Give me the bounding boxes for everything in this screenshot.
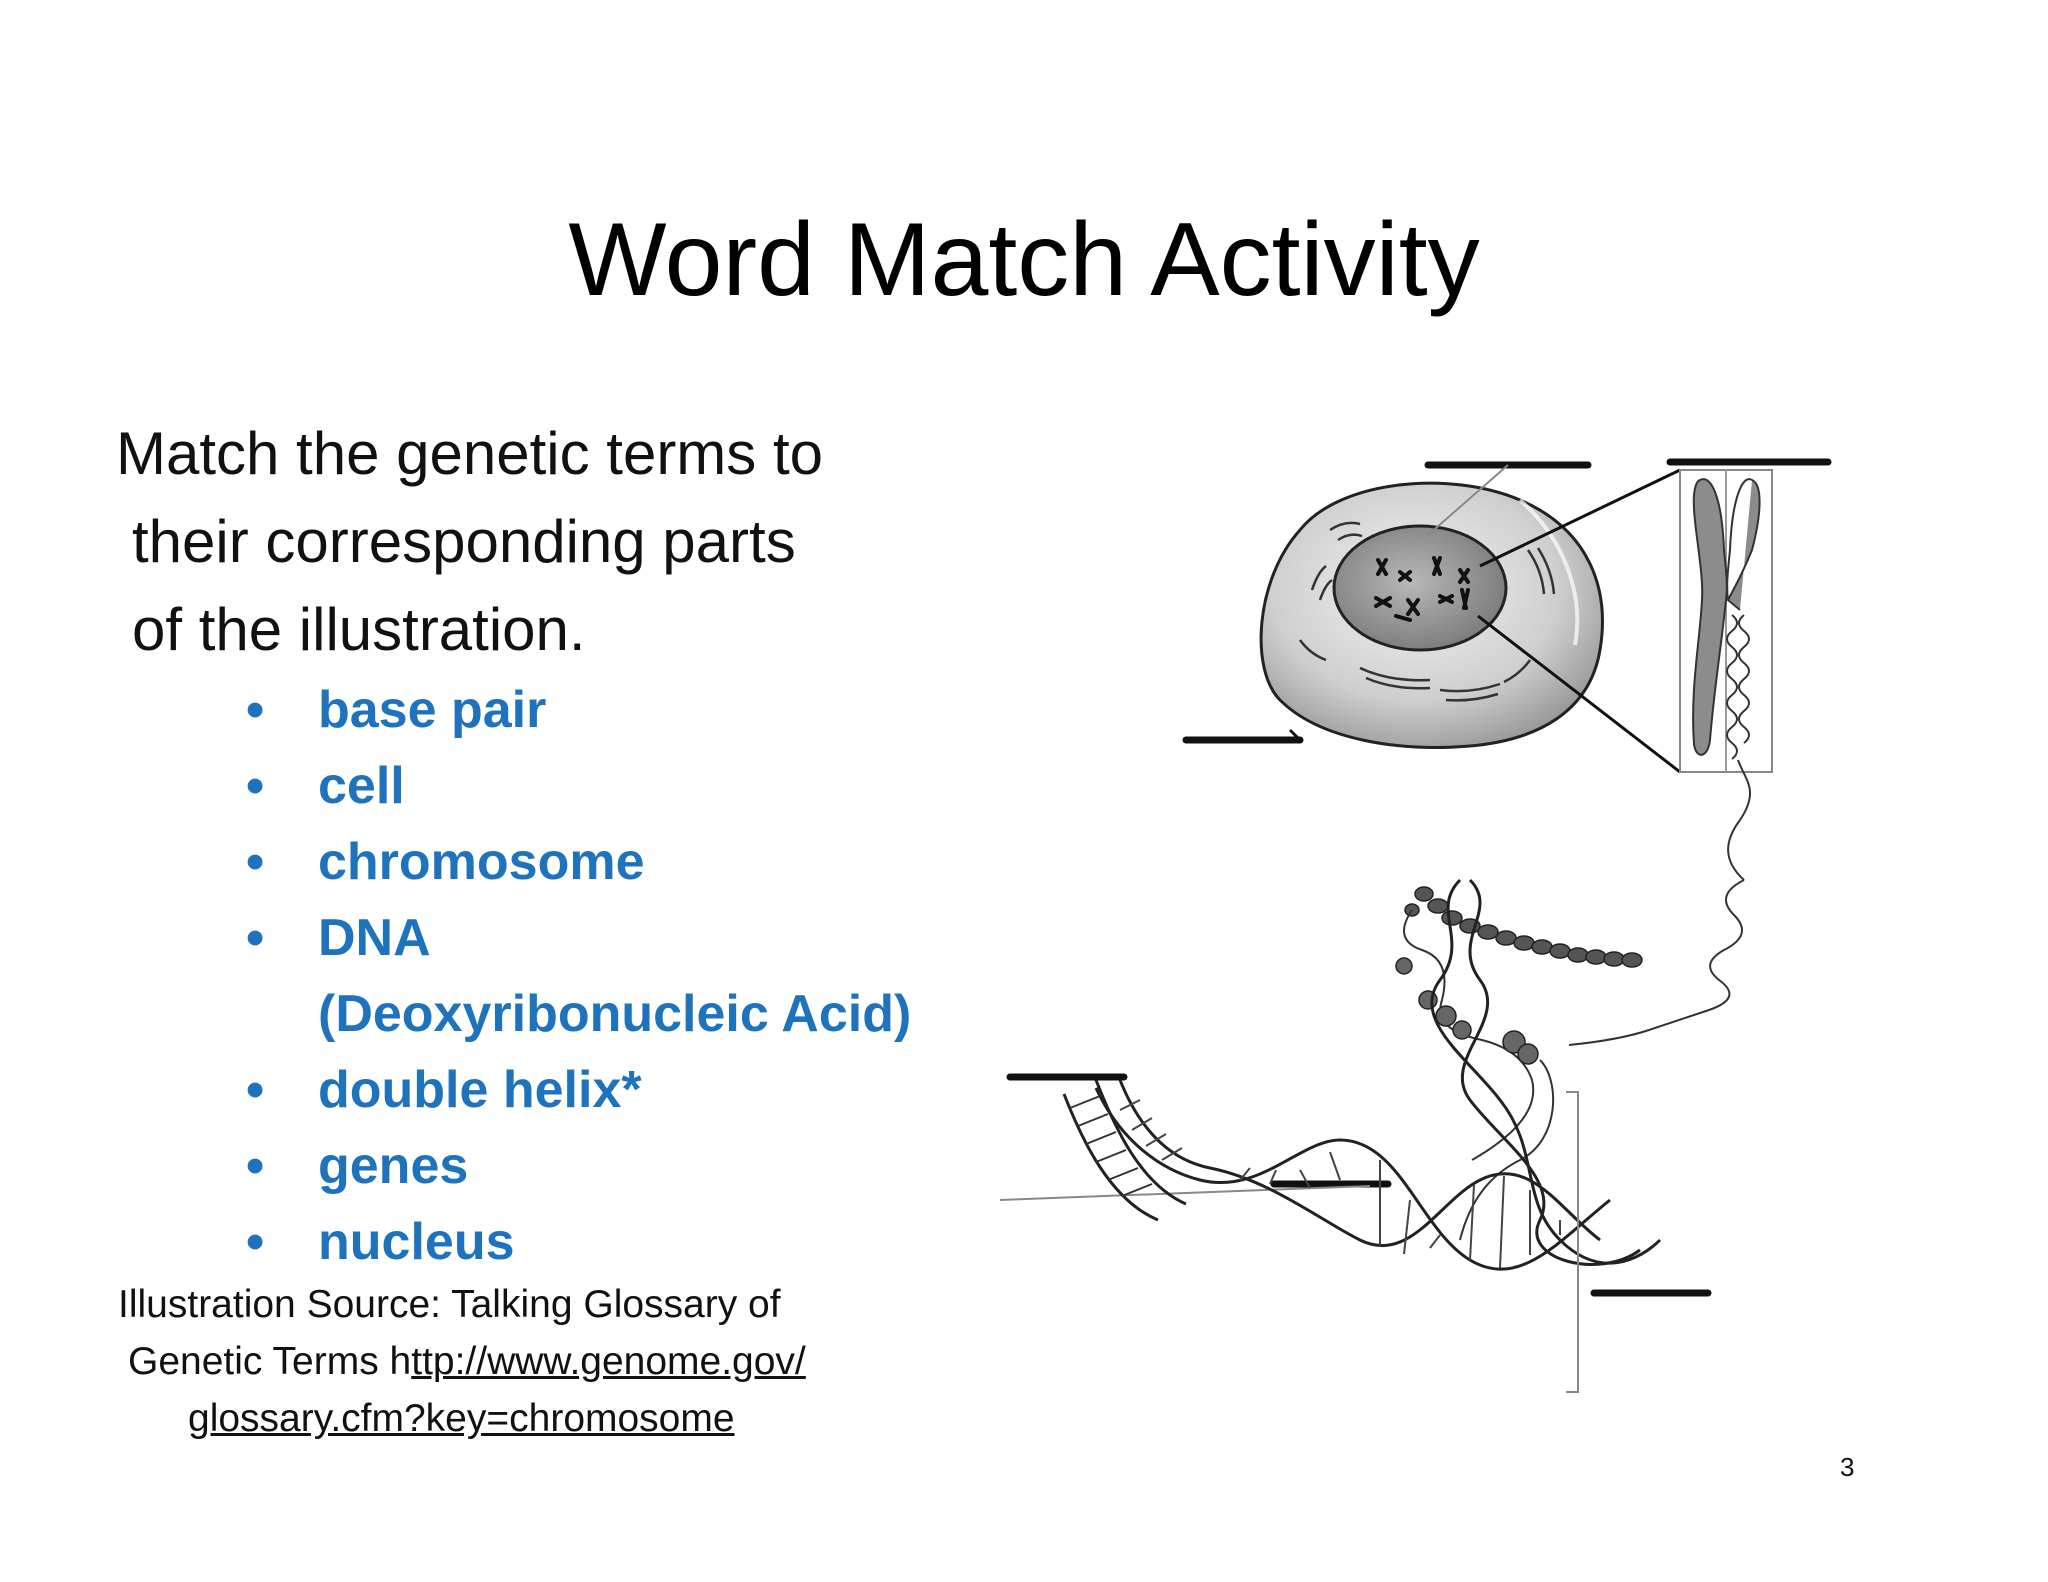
gene-bracket — [1566, 1091, 1579, 1393]
bullet-icon: • — [246, 681, 265, 739]
bullet-icon: • — [246, 1137, 265, 1195]
term-item: • DNA (Deoxyribonucleic Acid) — [246, 900, 911, 1052]
term-item: • double helix* — [246, 1052, 911, 1128]
chromosome — [1679, 469, 1773, 881]
term-label: DNA — [318, 909, 431, 967]
term-item: • nucleus — [246, 1204, 911, 1280]
chromatin — [1395, 879, 1745, 1241]
term-list: • base pair • cell • chromosome • DNA (D… — [246, 672, 911, 1280]
source-line: Illustration Source: Talking Glossary of — [118, 1283, 781, 1326]
genetics-illustration — [1000, 458, 1832, 1393]
term-item: • genes — [246, 1128, 911, 1204]
source-link[interactable]: glossary.cfm?key=chromosome — [188, 1397, 735, 1440]
cell — [1259, 481, 1604, 749]
instructions: Match the genetic terms to their corresp… — [116, 410, 976, 674]
dna-double-helix — [1094, 1079, 1611, 1271]
slide-title: Word Match Activity — [568, 202, 1480, 318]
instruction-line: their corresponding parts — [132, 508, 796, 575]
source-line: glossary.cfm?key=chromosome — [118, 1390, 806, 1447]
term-sublabel: (Deoxyribonucleic Acid) — [318, 985, 912, 1043]
term-label: cell — [318, 757, 405, 815]
source-prefix: Genetic Terms h — [128, 1340, 412, 1383]
dna-strand — [1430, 878, 1662, 1266]
page-number: 3 — [1840, 1452, 1855, 1482]
nucleus — [1332, 524, 1508, 652]
term-item: • chromosome — [246, 824, 911, 900]
term-label: nucleus — [318, 1213, 515, 1271]
bullet-icon: • — [246, 757, 265, 815]
term-label: base pair — [318, 681, 547, 739]
bullet-icon: • — [246, 833, 265, 891]
term-item: • base pair — [246, 672, 911, 748]
bullet-icon: • — [246, 909, 265, 967]
term-label: chromosome — [318, 833, 645, 891]
base-pair-ladder — [1062, 1079, 1187, 1222]
instruction-line: of the illustration. — [132, 596, 586, 663]
answer-blank-lines — [1006, 458, 1832, 1297]
bullet-icon: • — [246, 1213, 265, 1271]
instruction-line: Match the genetic terms to — [116, 420, 823, 487]
illustration-source: Illustration Source: Talking Glossary of… — [118, 1276, 806, 1447]
source-line: Genetic Terms http://www.genome.gov/ — [118, 1333, 806, 1390]
source-link[interactable]: ttp://www.genome.gov/ — [411, 1340, 806, 1383]
bullet-icon: • — [246, 1061, 265, 1119]
term-label: genes — [318, 1137, 469, 1195]
term-label: double helix* — [318, 1061, 642, 1119]
term-item: • cell — [246, 748, 911, 824]
